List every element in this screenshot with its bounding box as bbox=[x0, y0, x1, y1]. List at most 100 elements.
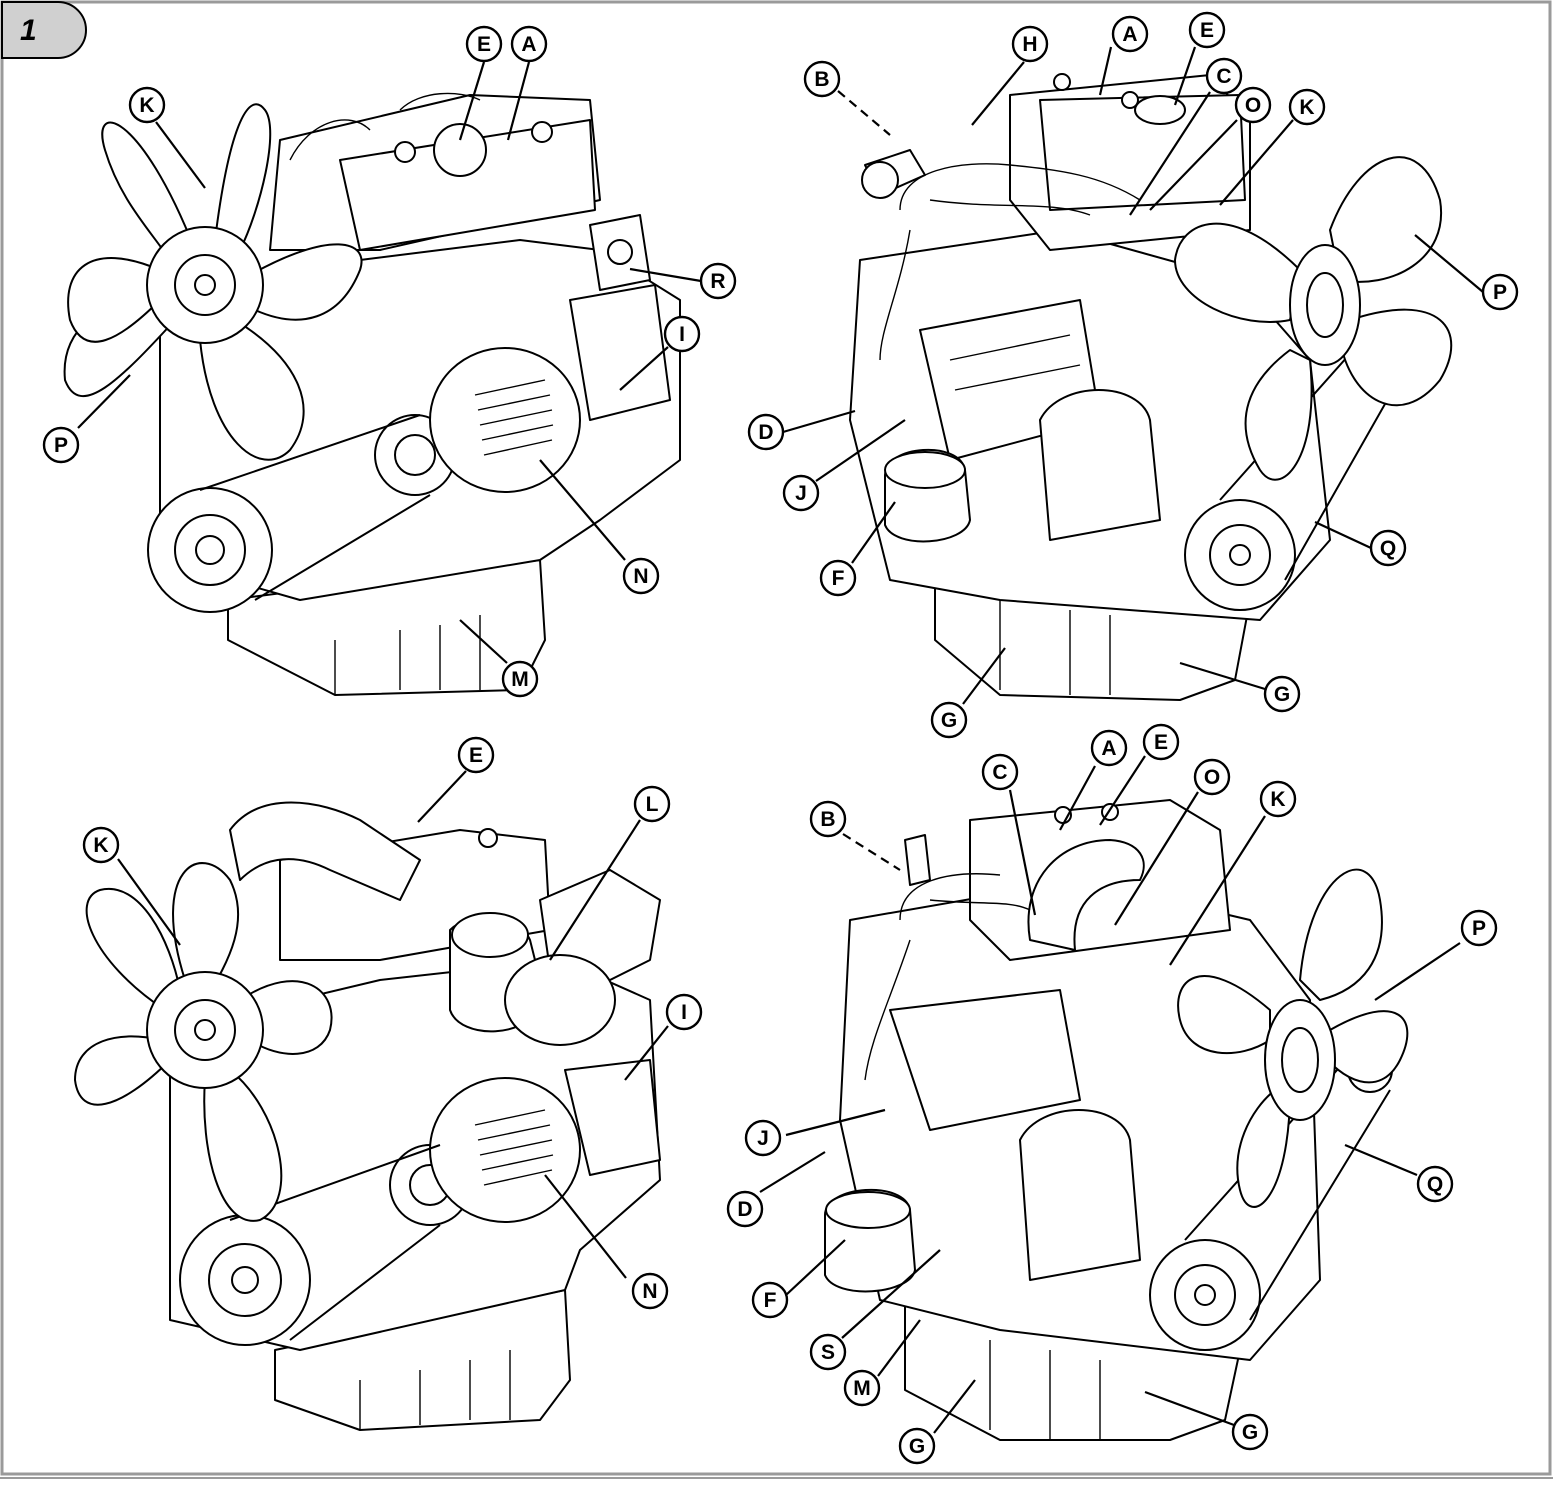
callout-circle bbox=[42, 426, 80, 464]
callout-letter: N bbox=[633, 565, 648, 588]
callout-bottom-right-q: Q bbox=[1416, 1165, 1454, 1203]
callout-circle bbox=[803, 60, 841, 98]
callout-top-right-g: G bbox=[930, 701, 968, 739]
callout-circle bbox=[631, 1272, 669, 1310]
callout-bottom-right-m: M bbox=[843, 1369, 881, 1407]
engine-view-bottom-right bbox=[824, 799, 1409, 1441]
callout-letter: K bbox=[93, 834, 108, 857]
callout-letter: P bbox=[54, 434, 68, 457]
callout-circle bbox=[82, 826, 120, 864]
callout-letter: N bbox=[642, 1280, 657, 1303]
callout-top-right-a: A bbox=[1111, 15, 1149, 53]
callout-circle bbox=[782, 474, 820, 512]
callout-letter: K bbox=[139, 94, 154, 117]
callout-circle bbox=[1234, 86, 1272, 124]
callout-letter: K bbox=[1299, 96, 1314, 119]
callout-circle bbox=[633, 785, 671, 823]
callout-bottom-right-b: B bbox=[809, 800, 847, 838]
callout-bottom-right-g: G bbox=[898, 1427, 936, 1465]
callout-bottom-right-s: S bbox=[809, 1333, 847, 1371]
callout-letter: P bbox=[1493, 281, 1507, 304]
callout-letter: A bbox=[1101, 737, 1116, 760]
callout-circle bbox=[457, 736, 495, 774]
callout-circle bbox=[699, 262, 737, 300]
callout-circle bbox=[1188, 11, 1226, 49]
callout-letter: K bbox=[1270, 788, 1285, 811]
callout-top-right-o: O bbox=[1234, 86, 1272, 124]
callout-letter: O bbox=[1245, 94, 1261, 117]
callout-top-right-g: G bbox=[1263, 675, 1301, 713]
callout-letter: D bbox=[737, 1198, 752, 1221]
callout-circle bbox=[1090, 729, 1128, 767]
callout-circle bbox=[898, 1427, 936, 1465]
callout-letter: A bbox=[1122, 23, 1137, 46]
callout-bottom-left-l: L bbox=[633, 785, 671, 823]
callout-circle bbox=[1259, 780, 1297, 818]
callout-top-right-f: F bbox=[819, 559, 857, 597]
callout-bottom-right-o: O bbox=[1193, 758, 1231, 796]
callout-circle bbox=[981, 753, 1019, 791]
callout-circle bbox=[1011, 25, 1049, 63]
leader-lines bbox=[77, 46, 1484, 1434]
callout-letter: D bbox=[758, 421, 773, 444]
callout-letter: C bbox=[992, 761, 1007, 784]
callout-letter: M bbox=[511, 668, 529, 691]
callout-top-right-h: H bbox=[1011, 25, 1049, 63]
callout-circle bbox=[744, 1119, 782, 1157]
callout-top-right-p: P bbox=[1481, 273, 1519, 311]
callout-circle bbox=[1460, 909, 1498, 947]
callout-circle bbox=[501, 660, 539, 698]
callout-letter: J bbox=[757, 1127, 769, 1150]
callout-top-right-e: E bbox=[1188, 11, 1226, 49]
callout-letter: E bbox=[469, 744, 483, 767]
callout-letter: A bbox=[521, 33, 536, 56]
callout-letter: G bbox=[1242, 1421, 1258, 1444]
callout-top-right-d: D bbox=[747, 413, 785, 451]
callout-bottom-right-c: C bbox=[981, 753, 1019, 791]
figure-number: 1 bbox=[20, 14, 37, 47]
callout-bottom-right-j: J bbox=[744, 1119, 782, 1157]
callout-circle bbox=[1481, 273, 1519, 311]
callout-circle bbox=[622, 557, 660, 595]
callout-circle bbox=[510, 25, 548, 63]
callout-letter: E bbox=[1154, 731, 1168, 754]
callout-circle bbox=[1416, 1165, 1454, 1203]
callout-letter: P bbox=[1472, 917, 1486, 940]
callout-circle bbox=[1288, 88, 1326, 126]
callout-circle bbox=[128, 86, 166, 124]
callout-letter: S bbox=[821, 1341, 835, 1364]
callout-letter: I bbox=[681, 1001, 687, 1024]
callout-letter: F bbox=[764, 1289, 777, 1312]
callout-circle bbox=[726, 1190, 764, 1228]
callout-letter: M bbox=[853, 1377, 871, 1400]
callout-top-left-k: K bbox=[128, 86, 166, 124]
callout-circle bbox=[747, 413, 785, 451]
callout-bottom-right-p: P bbox=[1460, 909, 1498, 947]
callout-letter: J bbox=[795, 482, 807, 505]
engine-view-top-right bbox=[849, 73, 1453, 701]
callout-top-left-a: A bbox=[510, 25, 548, 63]
callout-letter: R bbox=[710, 270, 725, 293]
callout-circle bbox=[751, 1281, 789, 1319]
callout-circle bbox=[665, 993, 703, 1031]
callout-bottom-right-f: F bbox=[751, 1281, 789, 1319]
callout-letter: O bbox=[1204, 766, 1220, 789]
callout-bottom-right-a: A bbox=[1090, 729, 1128, 767]
callout-bottom-right-g: G bbox=[1231, 1413, 1269, 1451]
callout-bottom-right-k: K bbox=[1259, 780, 1297, 818]
callout-top-left-m: M bbox=[501, 660, 539, 698]
callout-letter: G bbox=[941, 709, 957, 732]
callout-letter: E bbox=[477, 33, 491, 56]
callout-circle bbox=[843, 1369, 881, 1407]
callout-letter: B bbox=[820, 808, 835, 831]
callout-bottom-left-k: K bbox=[82, 826, 120, 864]
callout-top-left-p: P bbox=[42, 426, 80, 464]
callout-top-right-b: B bbox=[803, 60, 841, 98]
callout-letter: H bbox=[1022, 33, 1037, 56]
callout-letter: G bbox=[1274, 683, 1290, 706]
figure-number-badge: 1 bbox=[1, 0, 87, 59]
callout-circle bbox=[930, 701, 968, 739]
